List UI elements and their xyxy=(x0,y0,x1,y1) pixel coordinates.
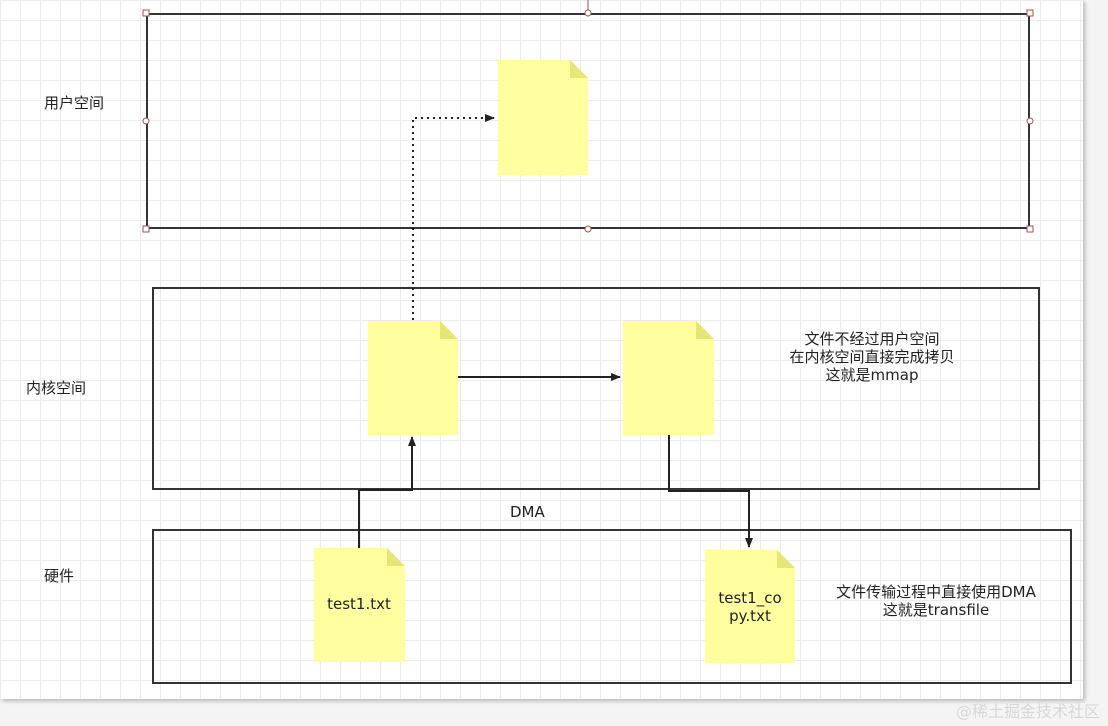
dma-label: DMA xyxy=(510,503,545,521)
kernel-space-box[interactable] xyxy=(152,287,1040,490)
selection-handle[interactable] xyxy=(142,9,150,17)
watermark: @稀土掘金技术社区 xyxy=(955,702,1100,721)
file-name-test1: test1.txt xyxy=(327,595,391,613)
kernel-source-document[interactable] xyxy=(368,321,458,435)
user-space-document[interactable] xyxy=(498,60,588,175)
selection-handle[interactable] xyxy=(142,225,150,233)
mmap-note-line: 文件不经过用户空间 xyxy=(804,330,940,348)
lane-label-kernel-space: 内核空间 xyxy=(26,379,87,397)
mmap-note-line: 这就是mmap xyxy=(825,366,919,384)
transfile-note-line: 这就是transfile xyxy=(882,601,990,619)
lane-label-hardware: 硬件 xyxy=(44,567,75,585)
selection-handle[interactable] xyxy=(142,117,150,125)
selection-handle[interactable] xyxy=(1026,225,1034,233)
mmap-note-line: 在内核空间直接完成拷贝 xyxy=(789,348,955,366)
transfile-note: 文件传输过程中直接使用DMA 这就是transfile xyxy=(816,583,1056,619)
selection-handle[interactable] xyxy=(1026,117,1034,125)
hardware-box[interactable] xyxy=(152,529,1072,684)
dma-down-arrow[interactable] xyxy=(668,435,753,548)
dma-up-arrow[interactable] xyxy=(358,436,416,548)
hardware-copy-document[interactable]: test1_co py.txt xyxy=(705,550,795,663)
selection-handle[interactable] xyxy=(584,9,592,17)
selection-handle[interactable] xyxy=(584,225,592,233)
selection-handles[interactable] xyxy=(142,0,1034,233)
selection-handle[interactable] xyxy=(1026,9,1034,17)
diagram-canvas: 用户空间 内核空间 硬件 xyxy=(0,0,1083,699)
file-name-copy-line1: test1_co xyxy=(718,589,781,608)
file-name-copy-line2: py.txt xyxy=(729,607,771,625)
hardware-source-document[interactable]: test1.txt xyxy=(314,548,405,662)
diagram-shapes: test1.txt test1_co py.txt xyxy=(142,0,1034,663)
transfile-note-line: 文件传输过程中直接使用DMA xyxy=(836,583,1036,601)
kernel-target-document[interactable] xyxy=(623,321,714,435)
mmap-dotted-arrow[interactable] xyxy=(412,114,495,320)
lane-label-user-space: 用户空间 xyxy=(44,94,105,112)
mmap-note: 文件不经过用户空间 在内核空间直接完成拷贝 这就是mmap xyxy=(772,330,972,384)
